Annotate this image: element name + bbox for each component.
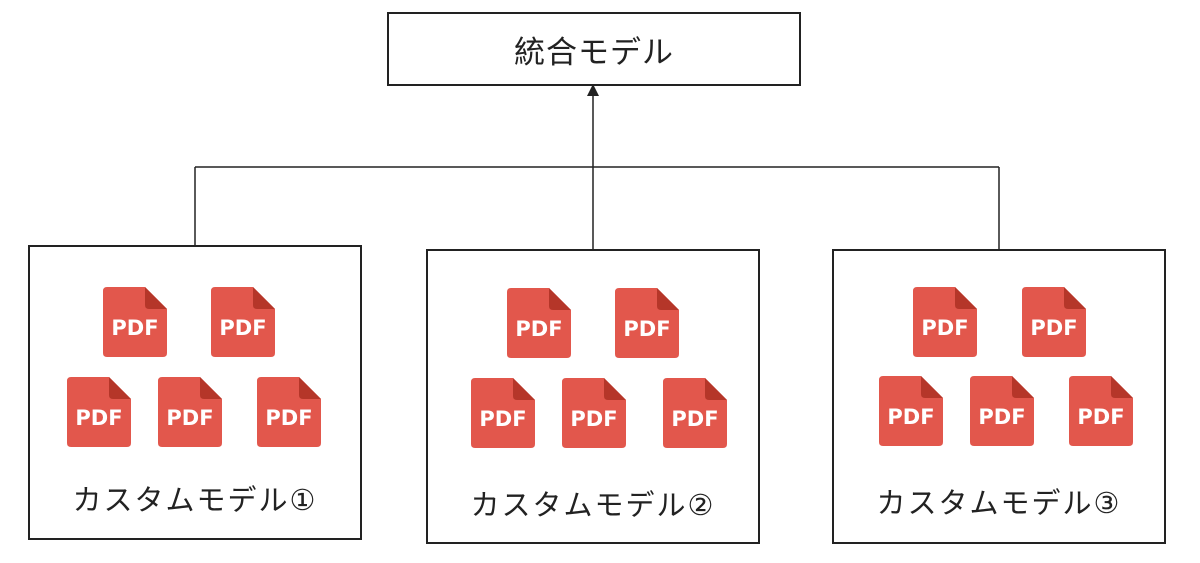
- custom-model-label: カスタムモデル①: [72, 483, 318, 517]
- pdf-file-icon: PDF: [609, 288, 681, 360]
- pdf-icon-label: PDF: [515, 317, 562, 341]
- pdf-file-icon: PDF: [556, 378, 628, 450]
- pdf-icon-label: PDF: [623, 317, 670, 341]
- custom-model-box-1: PDF PDF PDF PDF PDF カスタムモデル①: [28, 245, 362, 540]
- pdf-icon-label: PDF: [219, 316, 266, 340]
- pdf-icon-label: PDF: [111, 316, 158, 340]
- pdf-file-icon: PDF: [964, 376, 1036, 448]
- pdf-icon-label: PDF: [75, 406, 122, 430]
- pdf-file-icon: PDF: [465, 378, 537, 450]
- pdf-icon-label: PDF: [978, 405, 1025, 429]
- pdf-icon-label: PDF: [1030, 316, 1077, 340]
- pdf-file-icon: PDF: [61, 377, 133, 449]
- pdf-icon-label: PDF: [570, 407, 617, 431]
- pdf-file-icon: PDF: [152, 377, 224, 449]
- pdf-icon-label: PDF: [921, 316, 968, 340]
- custom-model-label: カスタムモデル②: [470, 488, 716, 522]
- pdf-icon-label: PDF: [166, 406, 213, 430]
- pdf-icon-label: PDF: [671, 407, 718, 431]
- pdf-file-icon: PDF: [251, 377, 323, 449]
- custom-model-box-2: PDF PDF PDF PDF PDF カスタムモデル②: [426, 249, 760, 544]
- pdf-file-icon: PDF: [907, 287, 979, 359]
- custom-model-box-3: PDF PDF PDF PDF PDF カスタムモデル③: [832, 249, 1166, 544]
- pdf-file-icon: PDF: [205, 287, 277, 359]
- pdf-icon-label: PDF: [265, 406, 312, 430]
- pdf-file-icon: PDF: [873, 376, 945, 448]
- pdf-file-icon: PDF: [97, 287, 169, 359]
- integrated-model-box: 統合モデル: [387, 12, 801, 86]
- pdf-file-icon: PDF: [501, 288, 573, 360]
- pdf-file-icon: PDF: [1016, 287, 1088, 359]
- pdf-icon-label: PDF: [479, 407, 526, 431]
- pdf-file-icon: PDF: [657, 378, 729, 450]
- custom-model-label: カスタムモデル③: [876, 486, 1122, 520]
- pdf-file-icon: PDF: [1063, 376, 1135, 448]
- pdf-icon-label: PDF: [887, 405, 934, 429]
- integrated-model-label: 統合モデル: [514, 34, 674, 71]
- pdf-icon-label: PDF: [1077, 405, 1124, 429]
